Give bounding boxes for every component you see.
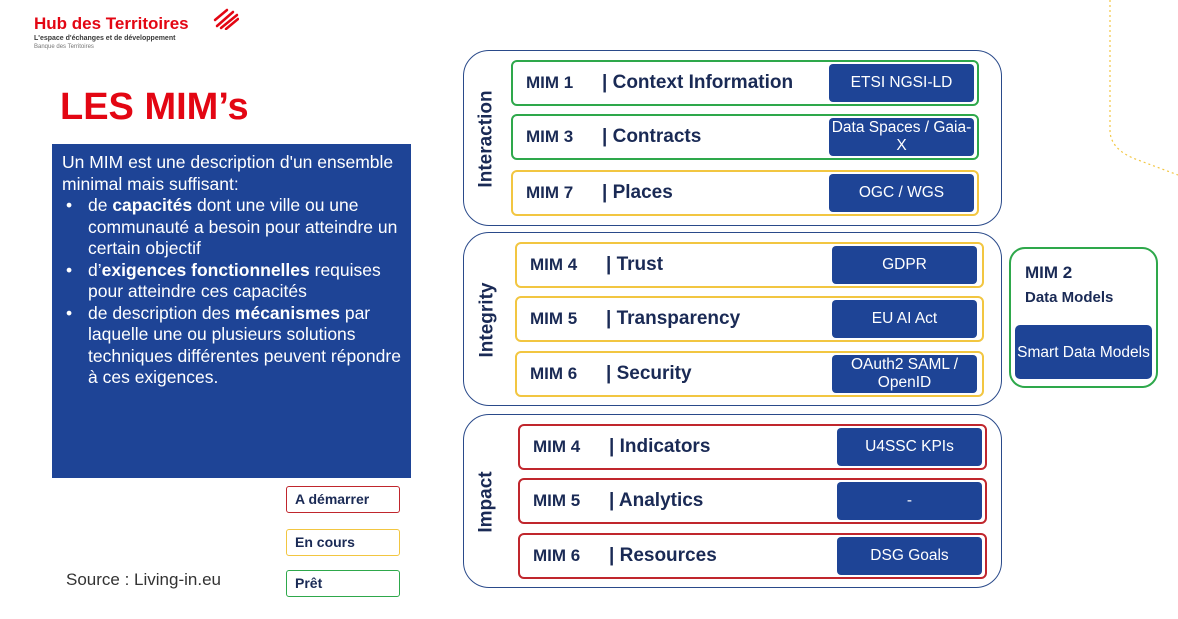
- mim-name: | Places: [602, 182, 673, 203]
- mim2-number: MIM 2: [1025, 263, 1073, 282]
- mim-name: | Resources: [609, 545, 717, 566]
- mim-standard: EU AI Act: [832, 300, 977, 338]
- mim-standard: -: [837, 482, 982, 520]
- description-list: de capacités dont une ville ou une commu…: [62, 195, 401, 389]
- mim-number: MIM 1: [526, 73, 574, 92]
- legend-a-demarrer: A démarrer: [286, 486, 400, 513]
- mim-name: | Transparency: [606, 308, 741, 329]
- mim-name: | Trust: [606, 254, 664, 275]
- decorative-arc: [1109, 0, 1178, 176]
- mim-row: MIM 6 | Resources DSG Goals: [518, 533, 987, 579]
- logo-stripes-icon: [213, 8, 239, 30]
- description-bullet: d’exigences fonctionnelles requises pour…: [62, 260, 401, 303]
- mim-number: MIM 5: [533, 491, 581, 510]
- mim-standard: U4SSC KPIs: [837, 428, 982, 466]
- mim-number: MIM 5: [530, 309, 578, 328]
- description-intro: Un MIM est une description d'un ensemble…: [62, 152, 394, 194]
- legend-en-cours: En cours: [286, 529, 400, 556]
- mim-name: | Indicators: [609, 436, 711, 457]
- mim-row: MIM 5 | Analytics -: [518, 478, 987, 524]
- mim-row: MIM 3 | Contracts Data Spaces / Gaia-X: [511, 114, 979, 160]
- mim-standard: DSG Goals: [837, 537, 982, 575]
- mim-number: MIM 7: [526, 183, 574, 202]
- group-label: Impact: [476, 471, 497, 533]
- mim-number: MIM 6: [533, 546, 581, 565]
- mim-name: | Analytics: [609, 490, 704, 511]
- mim-standard: OAuth2 SAML / OpenID: [832, 355, 977, 393]
- mim-number: MIM 4: [530, 255, 578, 274]
- mim-standard: OGC / WGS: [829, 174, 974, 212]
- description-bullet: de description des mécanismes par laquel…: [62, 303, 401, 389]
- group-label: Integrity: [476, 282, 498, 358]
- description-box: Un MIM est une description d'un ensemble…: [52, 144, 411, 478]
- mim-number: MIM 6: [530, 364, 578, 383]
- mim-row: MIM 6 | Security OAuth2 SAML / OpenID: [515, 351, 984, 397]
- mim-name: | Security: [606, 363, 692, 384]
- mim-row: MIM 1 | Context Information ETSI NGSI-LD: [511, 60, 979, 106]
- mim2-card: MIM 2 Data Models Smart Data Models: [1009, 247, 1158, 388]
- legend-pret: Prêt: [286, 570, 400, 597]
- mim-row: MIM 5 | Transparency EU AI Act: [515, 296, 984, 342]
- page-title: LES MIM’s: [60, 86, 249, 128]
- group-integrity: Integrity MIM 4 | Trust GDPR MIM 5 | Tra…: [463, 232, 1002, 406]
- mim-standard: ETSI NGSI-LD: [829, 64, 974, 102]
- mim-row: MIM 4 | Trust GDPR: [515, 242, 984, 288]
- logo-tagline: L'espace d'échanges et de développement: [34, 35, 176, 42]
- logo-subtitle: Banque des Territoires: [34, 44, 94, 50]
- mim-row: MIM 7 | Places OGC / WGS: [511, 170, 979, 216]
- mim-row: MIM 4 | Indicators U4SSC KPIs: [518, 424, 987, 470]
- mim-number: MIM 3: [526, 127, 574, 146]
- mim-standard: Data Spaces / Gaia-X: [829, 118, 974, 156]
- logo-name: Hub des Territoires: [34, 14, 189, 33]
- group-interaction: Interaction MIM 1 | Context Information …: [463, 50, 1002, 226]
- mim-standard: GDPR: [832, 246, 977, 284]
- mim-name: | Contracts: [602, 126, 702, 147]
- mim-name: | Context Information: [602, 72, 794, 93]
- source-text: Source : Living-in.eu: [66, 570, 221, 589]
- group-label: Interaction: [476, 90, 497, 188]
- mim-number: MIM 4: [533, 437, 581, 456]
- group-impact: Impact MIM 4 | Indicators U4SSC KPIs MIM…: [463, 414, 1002, 588]
- mim2-standard: Smart Data Models: [1015, 325, 1152, 379]
- mim2-title: Data Models: [1025, 289, 1114, 306]
- description-bullet: de capacités dont une ville ou une commu…: [62, 195, 401, 260]
